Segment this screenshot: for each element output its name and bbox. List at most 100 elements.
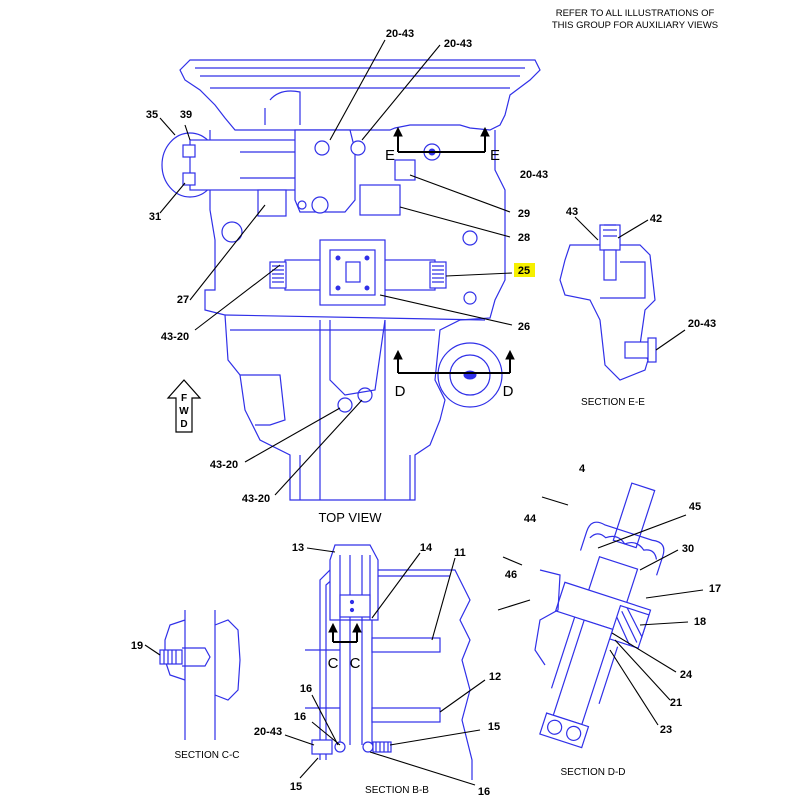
leader-16-c (369, 751, 476, 786)
dd-housing-edge (534, 569, 561, 666)
housing-cover (179, 59, 541, 131)
callout-15-a: 15 (488, 721, 500, 733)
callout-20-43-b: 20-43 (444, 38, 472, 50)
bolt-20-43-a (314, 140, 330, 156)
leader-43-20-b (244, 407, 341, 463)
callout-11: 11 (454, 547, 466, 559)
fwd-arrow-shape (166, 379, 202, 433)
callout-39: 39 (180, 109, 192, 121)
top-view-callouts: 20-43 20-43 20-43 35 39 31 29 28 27 25 2… (146, 28, 548, 505)
plug-right-b (463, 291, 477, 305)
bb-ports (305, 649, 340, 709)
leader-43 (574, 216, 599, 241)
ee-fitting-42 (599, 224, 621, 251)
leader-16-b (311, 721, 341, 746)
bb-ball-16a (334, 741, 346, 753)
valve-cover-window (345, 261, 361, 283)
cover-screw-2 (364, 255, 370, 261)
cut-line-e (397, 132, 486, 153)
leader-17 (645, 589, 704, 599)
leader-25 (445, 272, 513, 277)
header-note: REFER TO ALL ILLUSTRATIONS OF THIS GROUP… (552, 8, 718, 31)
cover-screw-1 (335, 255, 341, 261)
leader-19 (144, 644, 161, 656)
callout-13: 13 (292, 542, 304, 554)
pivot-pin (311, 196, 329, 214)
lower-webs (299, 320, 411, 500)
callout-27: 27 (177, 294, 189, 306)
cover-screw-3 (335, 285, 341, 291)
ee-inner (600, 261, 646, 299)
callout-25: 25 (518, 265, 530, 277)
leader-24 (611, 632, 677, 673)
label-d-right: D (503, 383, 514, 400)
section-b-b-drawing (305, 544, 473, 780)
section-b-b-leaders (284, 547, 486, 786)
callout-12: 12 (489, 671, 501, 683)
leader-31 (159, 182, 186, 214)
callout-20-43-d: 20-43 (688, 318, 716, 330)
section-c-cut: C C (328, 622, 362, 672)
bb-spring-coils (375, 742, 389, 752)
cc-body (164, 610, 216, 740)
cc-threads (163, 650, 177, 664)
callout-44: 44 (524, 513, 537, 525)
bb-rod-11 (371, 637, 441, 653)
leader-46-mark (502, 556, 523, 566)
dd-shaft-23 (552, 619, 614, 726)
callout-24: 24 (680, 669, 693, 681)
bolt-43-20-a (337, 397, 353, 413)
bb-dot-1 (349, 599, 355, 605)
actuator-bolt-top (182, 144, 196, 158)
section-d-d-leaders (497, 496, 704, 726)
ee-plug-20-43 (624, 341, 651, 359)
section-e-e-drawing (559, 224, 657, 381)
label-e-right: E (490, 147, 500, 164)
leader-16-a (311, 694, 339, 746)
leader-20-43-e (284, 734, 315, 746)
bolt-43-20-b (357, 387, 373, 403)
actuator-rod (240, 151, 300, 179)
cover-boss (264, 90, 301, 125)
section-b-b-title: SECTION B-B (365, 785, 429, 796)
callout-18: 18 (694, 616, 706, 628)
leader-11 (431, 557, 456, 641)
leader-45 (597, 514, 687, 549)
leader-20-43-a (329, 39, 386, 141)
fwd-letter-f: F (181, 393, 187, 404)
actuator-body (189, 139, 301, 191)
pivot-washer (297, 200, 307, 210)
leader-27 (189, 204, 266, 301)
bb-spools (339, 620, 373, 745)
callout-15-b: 15 (290, 781, 302, 793)
callout-43-20-c: 43-20 (242, 493, 270, 505)
top-view-leaders (159, 39, 513, 496)
bb-valve-bores (339, 555, 371, 620)
leader-35 (159, 117, 176, 136)
label-e-left: E (385, 147, 395, 164)
leader-44-mark (541, 496, 569, 506)
leader-30 (639, 549, 679, 571)
dd-boot-45 (579, 521, 665, 576)
dd-lever-pin-b (566, 725, 582, 742)
highlight-25 (514, 263, 535, 277)
callout-35: 35 (146, 109, 158, 121)
leader-26 (379, 294, 513, 326)
section-e-e-title: SECTION E-E (581, 397, 645, 408)
cut-arrows-e (393, 126, 490, 137)
section-d-cut: D D (393, 349, 515, 400)
callout-30: 30 (682, 543, 694, 555)
section-e-e-leaders (574, 216, 686, 351)
section-c-c-title: SECTION C-C (175, 750, 240, 761)
header-note-line2: THIS GROUP FOR AUXILIARY VIEWS (552, 20, 718, 31)
callout-21: 21 (670, 697, 682, 709)
bb-spring-15 (372, 741, 392, 753)
label-d-left: D (395, 383, 406, 400)
cover-ribs (195, 67, 525, 89)
leader-42 (617, 219, 649, 239)
callout-43-20-b: 43-20 (210, 459, 238, 471)
ee-stem (603, 249, 617, 281)
bb-dot-2 (349, 607, 355, 613)
callout-26: 26 (518, 321, 530, 333)
callout-43: 43 (566, 206, 578, 218)
